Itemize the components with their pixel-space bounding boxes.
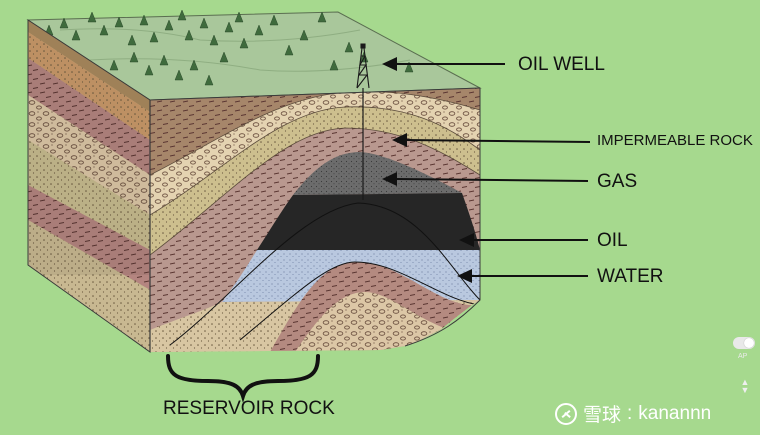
side-toggle-switch[interactable] xyxy=(733,337,755,349)
arrow-oil xyxy=(459,233,588,247)
label-oil-well: OIL WELL xyxy=(518,54,605,75)
arrow-impermeable-rock xyxy=(392,133,591,147)
scroll-arrows-icon[interactable]: ▲▼ xyxy=(740,377,750,395)
watermark: 雪球 : kanannn xyxy=(555,400,711,427)
label-impermeable-rock: IMPERMEABLE ROCK xyxy=(597,132,753,149)
side-ap-label: AP xyxy=(738,353,748,360)
arrow-gas xyxy=(382,172,589,186)
reservoir-brace xyxy=(166,354,320,403)
oil-well-derrick xyxy=(356,43,370,200)
arrow-water xyxy=(457,269,588,283)
label-water: WATER xyxy=(597,266,664,287)
label-arrows xyxy=(382,57,591,283)
snowball-logo-icon xyxy=(555,402,577,425)
side-face-strata xyxy=(28,20,150,352)
arrow-oil-well xyxy=(382,57,505,71)
watermark-separator: : xyxy=(627,402,633,424)
label-gas: GAS xyxy=(597,171,638,192)
watermark-user: kanannn xyxy=(638,402,712,424)
watermark-site: 雪球 xyxy=(583,405,622,426)
label-reservoir-rock: RESERVOIR ROCK xyxy=(163,398,335,419)
front-face-strata xyxy=(150,88,480,352)
label-oil: OIL xyxy=(597,230,628,251)
